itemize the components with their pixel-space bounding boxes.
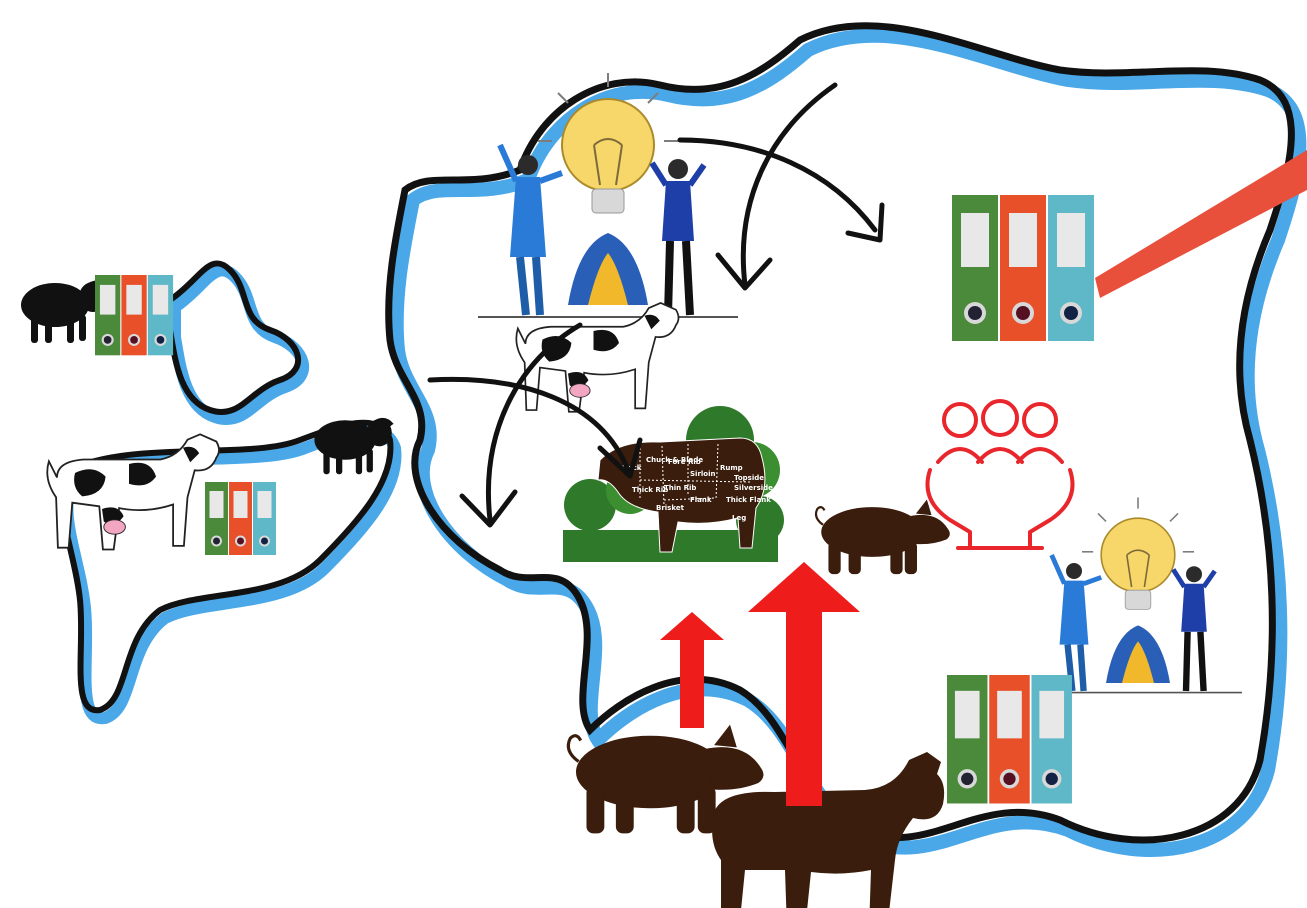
cut-label-flank: Flank	[690, 496, 712, 504]
beef-cuts-chart-icon: Neck Chuck & Blade Fore Rib Sirloin Rump…	[563, 406, 784, 562]
red-brush-stroke-icon	[1095, 150, 1307, 298]
binder-icon	[205, 482, 276, 555]
cut-label-rump: Rump	[720, 464, 743, 472]
cut-label-thick-rib: Thick Rib	[632, 486, 668, 494]
cut-label-brisket: Brisket	[656, 504, 685, 512]
cut-label-thin-rib: Thin Rib	[664, 484, 696, 492]
red-up-arrow-icon	[660, 562, 860, 806]
main-region-outline	[385, 22, 1307, 857]
left-region-outline	[59, 419, 402, 725]
cut-label-fore-rib: Fore Rib	[668, 458, 701, 466]
pig-icon	[814, 499, 951, 575]
binder-icon	[95, 275, 174, 356]
cut-label-leg: Leg	[732, 514, 746, 522]
cut-label-shin: Shin	[642, 516, 659, 524]
small-region-outline	[167, 260, 310, 425]
cut-label-topside: Topside	[734, 474, 764, 482]
lightbulb-team-icon	[478, 73, 738, 317]
cut-label-silverside: Silverside	[734, 484, 773, 492]
cut-label-thick-flank: Thick Flank	[726, 496, 771, 504]
sheep-icon	[314, 417, 394, 475]
cut-label-sirloin: Sirloin	[690, 470, 716, 478]
binder-icon	[952, 195, 1094, 341]
curved-black-arrow-icon	[427, 82, 885, 528]
cut-label-chuck: Chuck & Blade	[646, 456, 703, 464]
people-care-icon	[925, 399, 1075, 550]
lightbulb-team-icon	[1034, 497, 1242, 692]
binder-icon	[947, 675, 1072, 804]
